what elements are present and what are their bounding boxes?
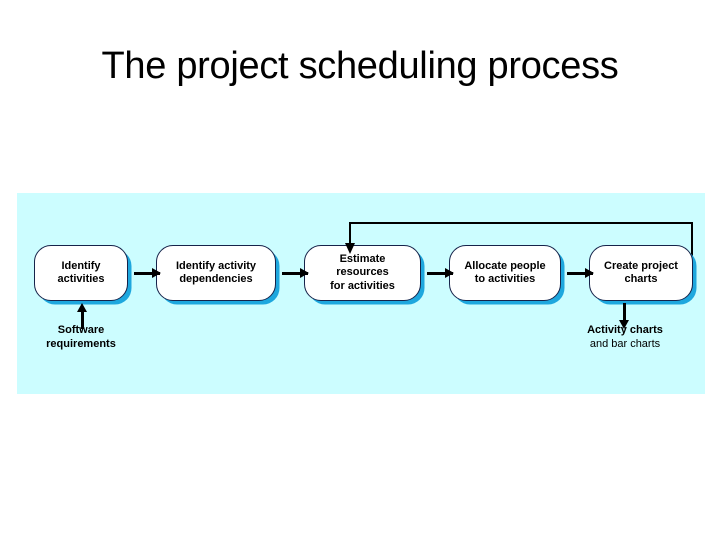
feedback-loop-arrowhead xyxy=(344,243,355,254)
annotation-software-requirements: Software requirements xyxy=(17,324,145,351)
process-node-create-project-charts[interactable]: Create project charts xyxy=(589,245,693,301)
annotation-line1: Activity charts xyxy=(587,324,663,336)
node-label-line2: for activities xyxy=(330,279,395,292)
page-title: The project scheduling process xyxy=(101,45,619,87)
process-node-allocate-people[interactable]: Allocate people to activities xyxy=(449,245,561,301)
node-label: Identify activity dependencies xyxy=(168,260,264,287)
node-label-line2: charts xyxy=(624,273,658,285)
node-label-line2: dependencies xyxy=(179,273,253,285)
node-label-line1: Create project xyxy=(604,259,678,272)
annotation-line1: Software xyxy=(57,324,105,336)
process-node-identify-dependencies[interactable]: Identify activity dependencies xyxy=(156,245,276,301)
feedback-loop-right-vertical xyxy=(691,222,694,273)
annotation-line2: requirements xyxy=(46,337,116,350)
feedback-loop-left-vertical xyxy=(349,222,352,245)
flow-arrow-4 xyxy=(567,268,594,278)
node-label-line1: Identify activity xyxy=(175,259,257,272)
flow-arrow-2 xyxy=(282,268,309,278)
input-arrow-software-requirements xyxy=(77,303,87,329)
node-label-line2: to activities xyxy=(474,273,536,285)
flow-arrow-1 xyxy=(134,268,161,278)
node-label: Allocate people to activities xyxy=(456,260,553,287)
process-flow-diagram: Identify activities Identify activity de… xyxy=(17,193,705,394)
output-arrow-activity-charts xyxy=(619,303,629,329)
process-node-identify-activities[interactable]: Identify activities xyxy=(34,245,128,301)
node-label: Estimate resources for activities xyxy=(305,253,420,294)
node-label-line2: activities xyxy=(57,273,105,285)
node-label: Create project charts xyxy=(596,260,686,287)
process-node-estimate-resources[interactable]: Estimate resources for activities xyxy=(304,245,421,301)
node-label-line1: Estimate resources xyxy=(336,252,389,279)
flow-arrow-3 xyxy=(427,268,454,278)
node-label-line1: Identify xyxy=(61,259,101,272)
node-label-line1: Allocate people xyxy=(464,259,546,272)
node-label: Identify activities xyxy=(49,260,112,287)
feedback-loop-horizontal xyxy=(349,222,693,225)
annotation-activity-charts: Activity charts and bar charts xyxy=(561,324,689,351)
annotation-line2: and bar charts xyxy=(589,337,661,350)
